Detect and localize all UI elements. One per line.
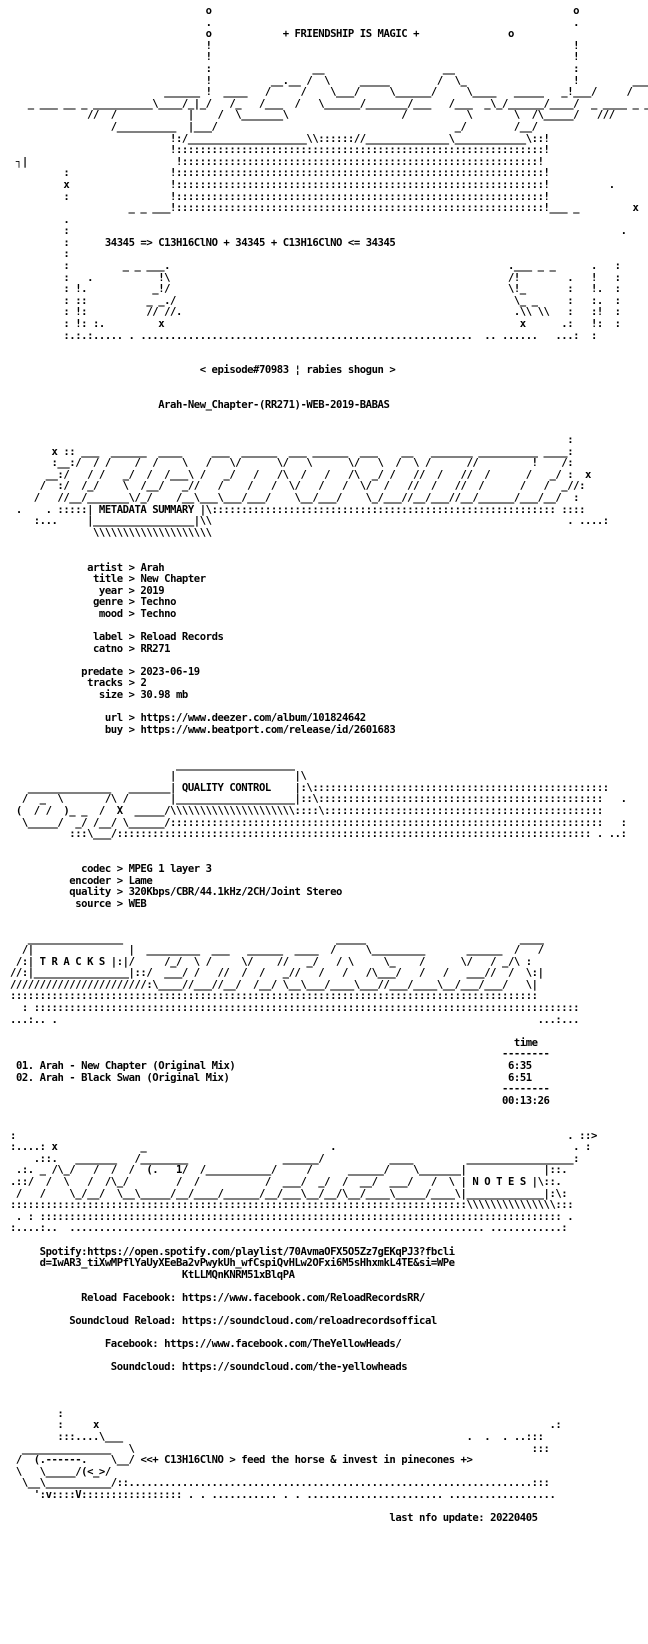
notes-link-facebook[interactable]: Facebook: https://www.facebook.com/TheYe… [104, 1338, 402, 1351]
ascii-art: |\::::::::::::::::::::::::::::::::::::::… [33, 503, 609, 539]
meta-size-value: 30.98 mb [140, 689, 188, 702]
ascii-art: \ \_____/(<_>/ \__\___________/::.......… [15, 1465, 556, 1501]
qc-quality-value: 320Kbps/CBR/44.1kHz/2CH/Joint Stereo [128, 886, 343, 899]
meta-label-key: label > [93, 631, 141, 644]
meta-genre-value: Techno [140, 596, 177, 609]
ascii-art: ____________________ | |\ ______________… [27, 758, 307, 794]
metadata-title: METADATA SUMMARY [98, 503, 194, 516]
qc-encoder-value: Lame [128, 874, 153, 887]
meta-mood-value: Techno [140, 607, 176, 620]
qc-encoder-key: encoder > [69, 874, 129, 887]
qc-quality-key: quality > [69, 886, 129, 899]
meta-artist-value: Arah [140, 561, 165, 574]
track-1-name: Arah - New Chapter (Original Mix) [39, 1060, 236, 1073]
ascii-art: -------- [10, 1048, 550, 1061]
last-update: last nfo update: 20220405 [389, 1512, 538, 1525]
qc-source-value: WEB [128, 897, 147, 910]
meta-mood-key: mood > [98, 607, 141, 620]
ascii-art: |:|/ /_/ \ / \/ // _/ / \ \_ / \/ / _/\ … [10, 955, 580, 1026]
meta-title-value: New Chapter [140, 573, 206, 586]
notes-link-soundcloud[interactable]: Soundcloud: https://soundcloud.com/the-y… [110, 1361, 408, 1374]
ascii-art: : x :: ___ ______ ____ ___ ______ ___ __… [15, 433, 591, 516]
ascii-art: o ! ! ! ! [15, 28, 648, 249]
quality-title: QUALITY CONTROL [181, 781, 271, 794]
meta-predate-key: predate > [81, 665, 141, 678]
meta-catno-key: catno > [93, 642, 141, 655]
track-1-time: 6:35 [507, 1060, 532, 1073]
meta-genre-key: genre > [93, 596, 141, 609]
qc-source-key: source > [75, 897, 129, 910]
track-2-num: 02. [15, 1071, 34, 1084]
qc-codec-key: codec > [81, 862, 129, 875]
time-header: time [513, 1036, 538, 1049]
track-2-time: 6:51 [508, 1071, 532, 1084]
ascii-art: -------- [10, 1083, 550, 1096]
ascii-art: : : x .: :::....\___ . . . ..::: _______… [15, 1407, 562, 1467]
meta-label-value: Reload Records [140, 631, 224, 644]
notes-spotify-line-3[interactable]: KtLLMQnKNRM51xBlqPA [181, 1268, 295, 1281]
meta-catno-value: RR271 [140, 642, 171, 655]
release-name: Arah-New_Chapter-(RR271)-WEB-2019-BABAS [158, 399, 390, 412]
qc-codec-value: MPEG 1 layer 3 [128, 862, 212, 875]
meta-url-key: url > [104, 712, 141, 725]
footer-slogan: <<+ C13H16ClNO > feed the horse & invest… [140, 1454, 473, 1467]
ascii-art: ________________ _____ ____ /| | _______… [15, 932, 544, 968]
nfo-document: o o . . o [10, 5, 648, 1525]
notes-spotify-line-1[interactable]: Spotify:https://open.spotify.com/playlis… [39, 1245, 455, 1258]
notes-spotify-line-2[interactable]: d=IwAR3_tiXwMPflYaUyXEeBa2vPwykUh_wfCspi… [39, 1257, 455, 1270]
meta-size-key: size > [98, 689, 141, 702]
meta-year-value: 2019 [140, 584, 165, 597]
header-title: + FRIENDSHIP IS MAGIC + [282, 28, 420, 41]
track-2-name: Arah - Black Swan (Original Mix) [39, 1071, 230, 1084]
meta-title-key: title > [93, 573, 141, 586]
ascii-art: |\::. / / \_/__/ \__\_____/__/____/_____… [10, 1175, 574, 1235]
episode-line: < episode#70983 ¦ rabies shogun > [199, 364, 396, 377]
meta-buy-value[interactable]: https://www.beatport.com/release/id/2601… [140, 723, 396, 736]
meta-tracks-value: 2 [140, 677, 147, 690]
meta-buy-key: buy > [104, 723, 141, 736]
notes-link-soundcloud-reload[interactable]: Soundcloud Reload: https://soundcloud.co… [69, 1315, 437, 1328]
meta-artist-key: artist > [87, 561, 141, 574]
total-time: 00:13:26 [502, 1094, 550, 1107]
meta-url-value[interactable]: https://www.deezer.com/album/101824642 [140, 712, 366, 725]
track-1-num: 01. [15, 1060, 34, 1073]
meta-predate-value: 2023-06-19 [140, 665, 200, 678]
meta-tracks-key: tracks > [87, 677, 141, 690]
ascii-art: o o . . o [205, 5, 580, 41]
notes-title: N O T E S [472, 1175, 526, 1188]
ascii-art: : : _ _ ___. .___ _ _ . : : . !\ /! [63, 248, 621, 342]
ascii-art: |:\:::::::::::::::::::::::::::::::::::::… [15, 781, 627, 841]
ascii-art: : . ::> :....: x _ . . : [10, 1129, 597, 1188]
notes-link-reload-facebook[interactable]: Reload Facebook: https://www.facebook.co… [81, 1291, 425, 1304]
tracks-title: T R A C K S [39, 955, 106, 968]
formula-line: 34345 => C13H16ClNO + 34345 + C13H16ClNO… [104, 236, 396, 249]
meta-year-key: year > [98, 584, 141, 597]
